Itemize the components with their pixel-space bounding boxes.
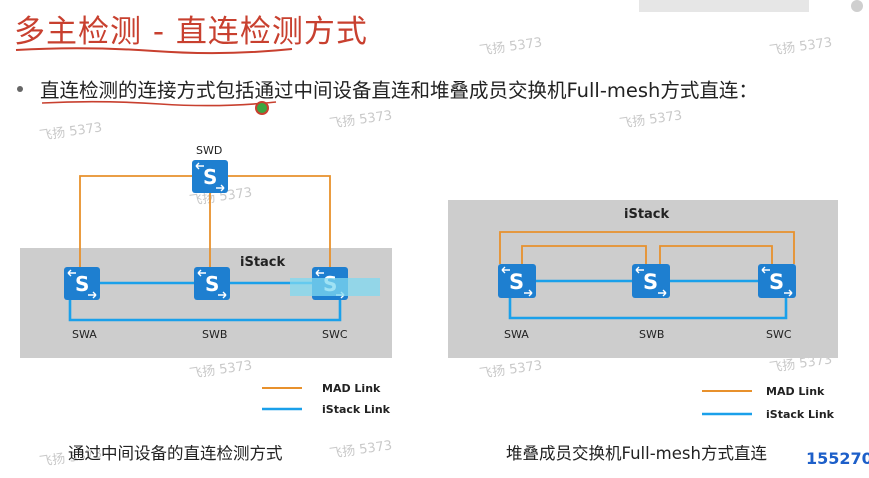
overlay-stamp <box>290 278 380 296</box>
watermark-text: 飞扬 5373 <box>478 35 543 59</box>
label-swc: SWC <box>766 328 792 341</box>
svg-text:S: S <box>643 270 658 294</box>
mad-links <box>79 175 331 268</box>
legend-mad: MAD Link <box>322 382 381 395</box>
watermark-text: 飞扬 5373 <box>328 108 393 132</box>
stack-label: iStack <box>624 207 670 222</box>
stack-label: iStack <box>240 255 286 270</box>
label-swd: SWD <box>196 144 222 157</box>
switch-swa: S <box>498 264 536 298</box>
legend: MAD Link iStack Link <box>262 382 391 416</box>
istack-links <box>508 279 788 320</box>
caption-right: 堆叠成员交换机Full-mesh方式直连 <box>506 444 767 463</box>
switch-swa: S <box>64 267 100 300</box>
svg-text:S: S <box>509 270 524 294</box>
bullet-underline <box>41 100 277 107</box>
watermark-text: 飞扬 5373 <box>768 35 833 59</box>
left-diagram: iStack S SWD S SWA S <box>20 144 392 416</box>
svg-text:S: S <box>769 270 784 294</box>
label-swa: SWA <box>72 328 97 341</box>
legend-mad: MAD Link <box>766 385 825 398</box>
bullet-dot <box>17 86 23 92</box>
watermark-text: 飞扬 5373 <box>328 438 393 462</box>
label-swc: SWC <box>322 328 348 341</box>
switch-swd: S <box>192 160 228 193</box>
label-swa: SWA <box>504 328 529 341</box>
watermark-text: 飞扬 5373 <box>188 358 253 382</box>
switch-swc: S <box>758 264 796 298</box>
watermark-text: 飞扬 5373 <box>38 120 103 144</box>
switch-swb: S <box>194 267 230 300</box>
label-swb: SWB <box>639 328 664 341</box>
page-number: 155270 <box>806 449 869 468</box>
mad-links <box>499 231 795 264</box>
caption-left: 通过中间设备的直连检测方式 <box>68 444 283 463</box>
window-header-controls <box>639 0 863 12</box>
title-underline <box>15 47 293 55</box>
watermark-text: 飞扬 5373 <box>618 108 683 132</box>
legend: MAD Link iStack Link <box>702 385 835 421</box>
bullet-text: 直连检测的连接方式包括通过中间设备直连和堆叠成员交换机Full-mesh方式直连… <box>40 79 758 102</box>
label-swb: SWB <box>202 328 227 341</box>
watermark-text: 飞扬 5373 <box>478 358 543 382</box>
pointer-marker <box>255 101 269 115</box>
legend-istack: iStack Link <box>322 403 391 416</box>
right-diagram: iStack S SWA S SWB S S <box>448 200 838 421</box>
stack-area <box>20 248 392 358</box>
page-title: 多主检测 - 直连检测方式 <box>14 14 368 50</box>
legend-istack: iStack Link <box>766 408 835 421</box>
svg-text:S: S <box>75 272 89 296</box>
switch-swb: S <box>632 264 670 298</box>
svg-text:S: S <box>205 272 219 296</box>
svg-text:S: S <box>203 165 217 189</box>
